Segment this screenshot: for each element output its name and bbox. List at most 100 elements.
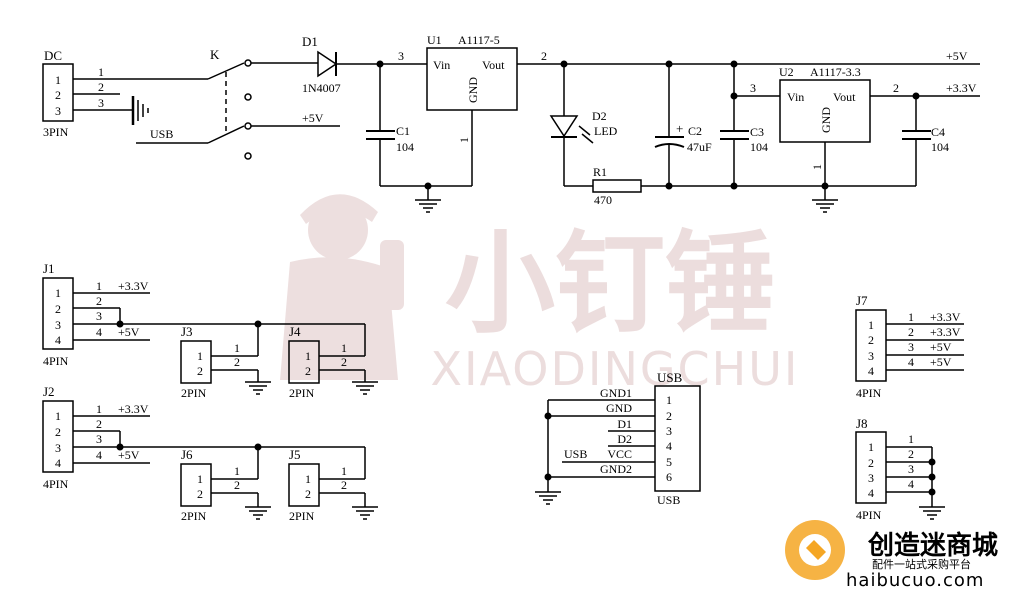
u2-pin-gnd: 1 bbox=[810, 164, 824, 170]
j7-volt: +5V bbox=[930, 340, 952, 354]
j7-pin: 1 bbox=[868, 318, 874, 332]
ground-symbol bbox=[351, 506, 379, 520]
j1-pin: 3 bbox=[55, 318, 61, 332]
j8-pin: 1 bbox=[868, 440, 874, 454]
u1-part: A1117-5 bbox=[458, 33, 500, 47]
watermark-en: XIAODINGCHUI bbox=[431, 342, 800, 396]
j1-net: 2 bbox=[96, 294, 102, 308]
j8-pin: 2 bbox=[868, 456, 874, 470]
dc-pin-3: 3 bbox=[55, 104, 61, 118]
ground-symbol bbox=[244, 506, 272, 520]
dc-pin-2: 2 bbox=[55, 88, 61, 102]
j8-labels: J8 1 2 3 4 1 2 3 4 4PIN bbox=[856, 416, 914, 522]
j5-pin: 1 bbox=[305, 472, 311, 486]
j5-pin: 2 bbox=[305, 487, 311, 501]
j1-pin: 4 bbox=[55, 333, 61, 347]
j6-net: 2 bbox=[234, 478, 240, 492]
j7-volt: +3.3V bbox=[930, 310, 961, 324]
usb-signal: GND bbox=[606, 401, 632, 415]
j3-type: 2PIN bbox=[181, 386, 207, 400]
j8-net: 1 bbox=[908, 432, 914, 446]
u1-gnd: GND bbox=[466, 77, 480, 103]
c2-polarity: + bbox=[676, 121, 683, 136]
j6-type: 2PIN bbox=[181, 509, 207, 523]
d2-ref: D2 bbox=[592, 109, 607, 123]
logo-slogan: 配件一站式采购平台 bbox=[872, 557, 971, 571]
j2-labels: J2 1 2 3 4 1 2 3 4 +3.3V +5V 4PIN J6 1 2… bbox=[43, 384, 347, 523]
usb-signal: D2 bbox=[617, 432, 632, 446]
u2-vout: Vout bbox=[833, 90, 856, 104]
ground-symbol bbox=[351, 381, 379, 395]
j7-type: 4PIN bbox=[856, 386, 882, 400]
u2-part: A1117-3.3 bbox=[810, 65, 861, 79]
j7-pin: 2 bbox=[868, 333, 874, 347]
j2-pin: 2 bbox=[55, 425, 61, 439]
j7-labels: J7 1 2 3 4 1 2 3 4 +3.3V +3.3V +5V +5V 4… bbox=[856, 293, 961, 400]
usb-vcc-label: USB bbox=[564, 447, 587, 461]
j2-net: 4 bbox=[96, 448, 102, 462]
u1-pin-out: 2 bbox=[541, 49, 547, 63]
dc-net-2: 2 bbox=[98, 80, 104, 94]
j3-pin: 1 bbox=[197, 349, 203, 363]
j2-pin: 4 bbox=[55, 456, 61, 470]
j1-v1: +3.3V bbox=[118, 279, 149, 293]
j6-pin: 2 bbox=[197, 487, 203, 501]
j7-pin: 3 bbox=[868, 349, 874, 363]
worker-icon bbox=[280, 194, 404, 380]
j1-v4: +5V bbox=[118, 325, 140, 339]
usb-signal: D1 bbox=[617, 417, 632, 431]
j1-ref: J1 bbox=[43, 261, 55, 276]
j8-type: 4PIN bbox=[856, 508, 882, 522]
usb-ref: USB bbox=[657, 370, 683, 385]
power-junctions bbox=[376, 60, 920, 190]
j5-net: 2 bbox=[341, 478, 347, 492]
j8-ref: J8 bbox=[856, 416, 868, 431]
u2-pin-out: 2 bbox=[893, 81, 899, 95]
dc-type: 3PIN bbox=[43, 125, 69, 139]
usb-type: USB bbox=[657, 493, 680, 507]
power-wires bbox=[42, 47, 980, 200]
j2-v1: +3.3V bbox=[118, 402, 149, 416]
j8-pin: 4 bbox=[868, 486, 874, 500]
j8-net: 3 bbox=[908, 462, 914, 476]
ground-symbol bbox=[414, 199, 442, 213]
j1-net: 4 bbox=[96, 325, 102, 339]
usb-signal: VCC bbox=[607, 447, 632, 461]
dc-connector-body bbox=[42, 63, 74, 122]
j5-net: 1 bbox=[341, 464, 347, 478]
j4-type: 2PIN bbox=[289, 386, 315, 400]
j6-ref: J6 bbox=[181, 447, 193, 462]
ground-symbol bbox=[918, 506, 946, 520]
usb-pin: 5 bbox=[666, 455, 672, 469]
j3-net: 1 bbox=[234, 341, 240, 355]
j7-pin: 4 bbox=[868, 364, 874, 378]
j2-pin: 1 bbox=[55, 409, 61, 423]
c3-ref: C3 bbox=[750, 125, 764, 139]
d1-ref: D1 bbox=[302, 34, 318, 49]
u1-vout: Vout bbox=[482, 58, 505, 72]
u1-pin-in: 3 bbox=[398, 49, 404, 63]
usb-pin: 2 bbox=[666, 409, 672, 423]
j7-ref: J7 bbox=[856, 293, 868, 308]
j7-volt: +3.3V bbox=[930, 325, 961, 339]
dc-pin-1: 1 bbox=[55, 73, 61, 87]
c3-value: 104 bbox=[750, 140, 768, 154]
j7-net: 2 bbox=[908, 325, 914, 339]
j3-ref: J3 bbox=[181, 324, 193, 339]
j7-net: 4 bbox=[908, 355, 914, 369]
j2-net: 2 bbox=[96, 417, 102, 431]
j8-junctions bbox=[928, 458, 936, 496]
u2-gnd: GND bbox=[819, 107, 833, 133]
c2-value: 47uF bbox=[687, 140, 712, 154]
j7-group bbox=[855, 309, 964, 382]
u1-pin-gnd: 1 bbox=[457, 137, 471, 143]
brand-logo: 创造迷商城 配件一站式采购平台 haibucuo.com bbox=[785, 520, 998, 591]
j2-v4: +5V bbox=[118, 448, 140, 462]
j7-net: 3 bbox=[908, 340, 914, 354]
gear-icon bbox=[785, 520, 845, 580]
ground-symbol bbox=[244, 381, 272, 395]
usb-junctions bbox=[544, 412, 552, 481]
c1-value: 104 bbox=[396, 140, 414, 154]
watermark: 小钉锤 XIAODINGCHUI bbox=[280, 194, 800, 396]
